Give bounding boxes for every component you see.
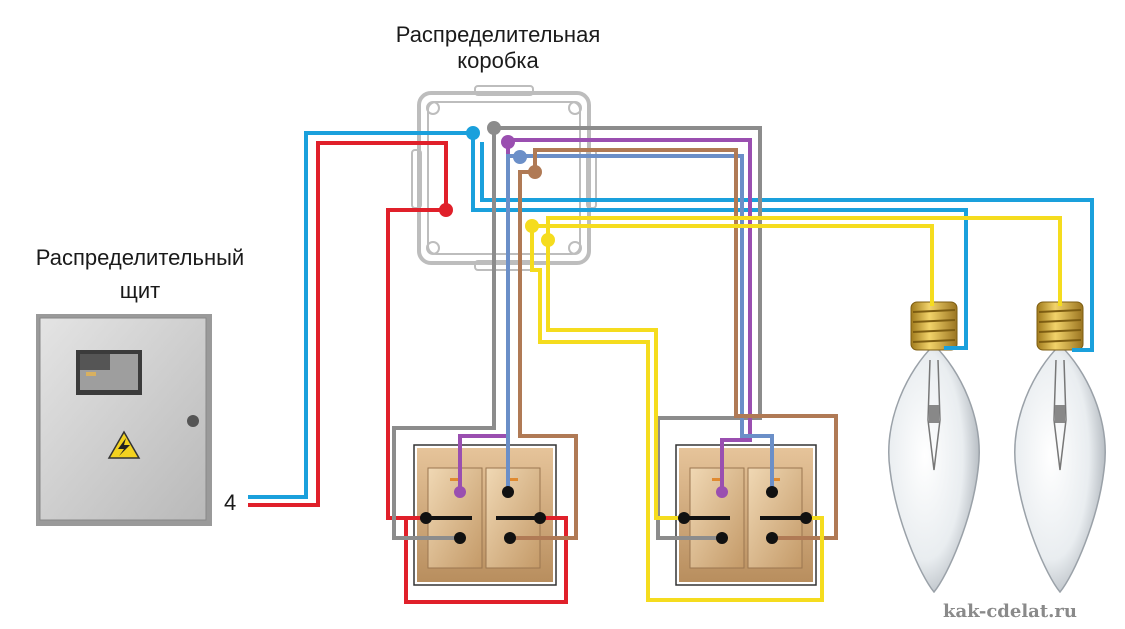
- purple-wire: [508, 138, 752, 492]
- lightblue-wire: [520, 154, 774, 492]
- watermark: kak-cdelat.ru: [943, 601, 1077, 622]
- switch-icon: [413, 444, 557, 586]
- brown-wire: [533, 148, 838, 540]
- brown-wire-2: [510, 170, 578, 540]
- panel-title: Распределительный: [36, 245, 244, 270]
- blue-wire-2: [480, 142, 1094, 352]
- yellow-wire-3: [530, 226, 824, 602]
- junction-box-title: Распределительная: [396, 22, 600, 47]
- yellow-wire-4: [546, 240, 684, 520]
- junction-dots: [439, 121, 555, 247]
- lamp-icon-2: [1014, 301, 1106, 594]
- lamp-icon: [888, 301, 980, 594]
- switch-contacts: [420, 486, 812, 544]
- blue-wire: [248, 131, 968, 499]
- panel-title-2: щит: [120, 278, 160, 303]
- electrical-panel-icon: [36, 314, 212, 526]
- red-wire-loop: [404, 516, 568, 604]
- yellow-wire-2: [546, 216, 1062, 306]
- junction-box-icon: [411, 85, 597, 271]
- warning-lightning-icon: [107, 430, 141, 459]
- grey-wire: [494, 126, 762, 540]
- grey-wire-2: [392, 128, 496, 540]
- red-wire: [248, 141, 448, 520]
- switch-icon-2: [675, 444, 817, 586]
- cable-count-label: 4: [224, 490, 236, 515]
- yellow-wire: [532, 224, 934, 306]
- junction-box-title-2: коробка: [457, 48, 539, 73]
